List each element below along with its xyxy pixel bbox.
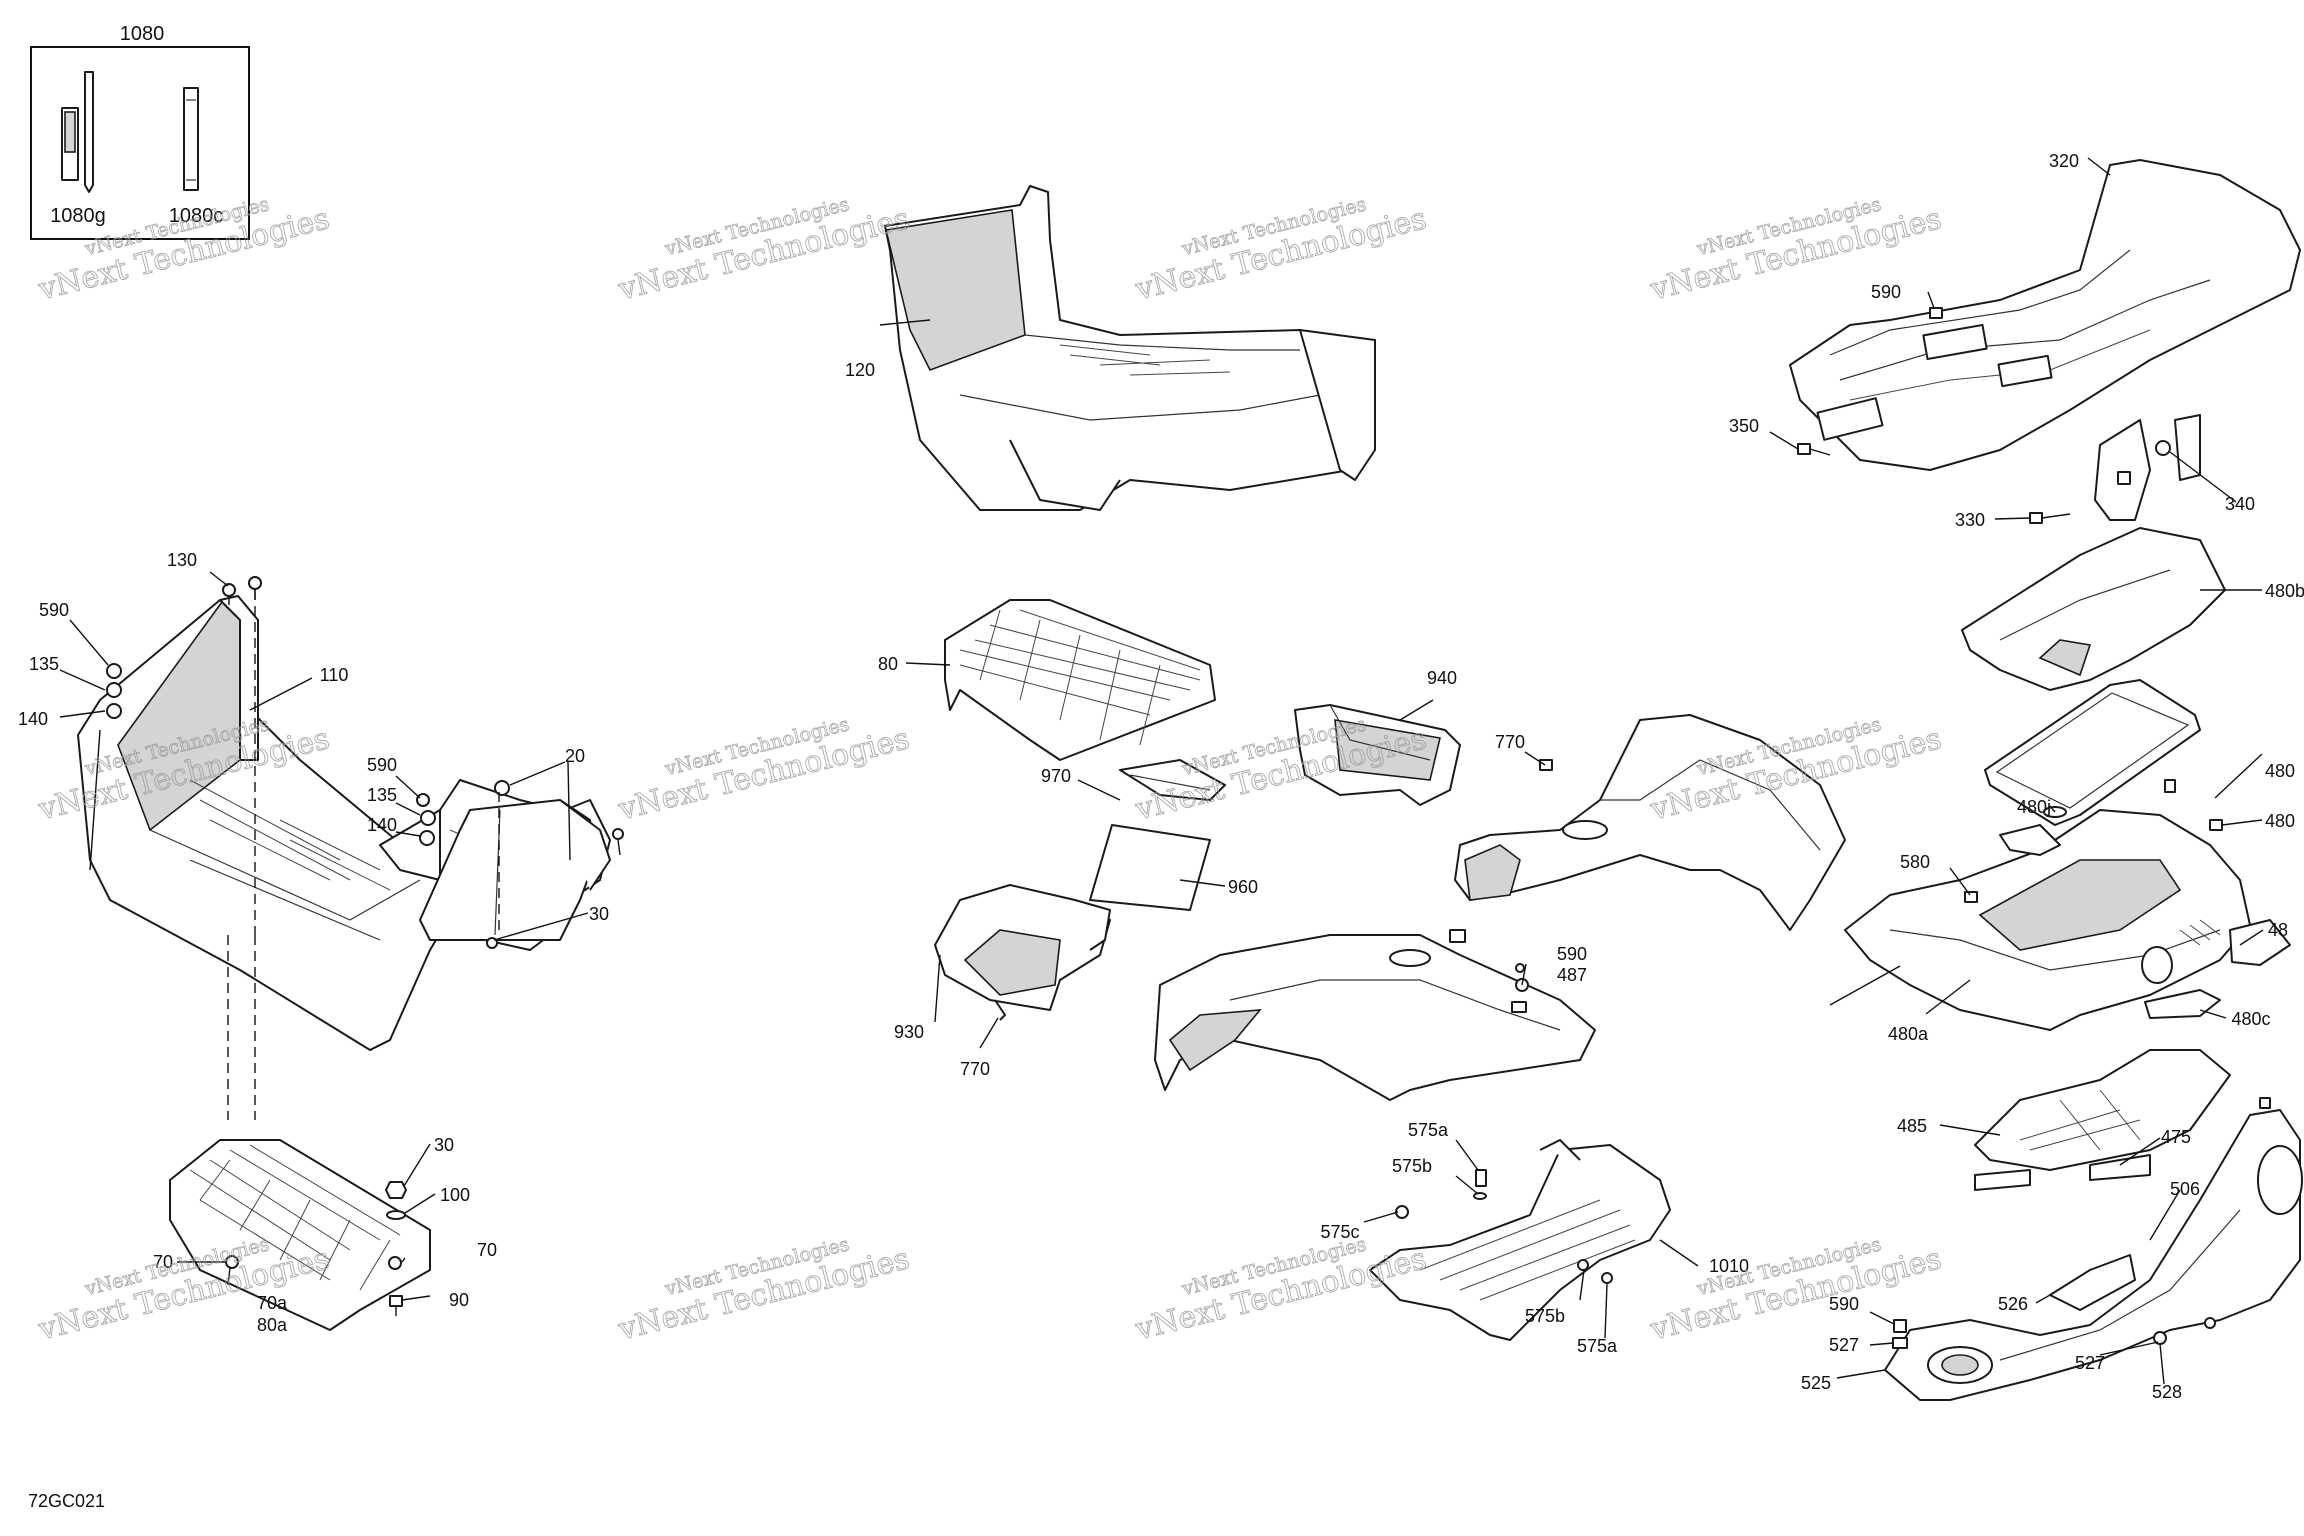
bumper-bracket-526 [2049,1254,2136,1311]
skid-fasteners [1395,1169,1613,1284]
left-fender [1154,934,1596,1101]
callout-970: 970 [1041,766,1071,786]
left-side-panel-20 [419,799,611,941]
callout-350: 350 [1729,416,1759,436]
callout-30-a: 30 [589,904,609,924]
callout-30-b: 30 [434,1135,454,1155]
callout-120: 120 [845,360,875,380]
right-fender [1454,714,1846,931]
callout-100: 100 [440,1185,470,1205]
kit-item-1080g: 1080g [50,205,106,227]
kit-item-1080c: 1080c [169,205,224,227]
panel-960 [1089,824,1211,911]
callout-575a-1: 575a [1408,1120,1449,1140]
rack-fasteners [1797,307,2171,524]
callout-labels: 130 590 135 140 110 590 135 140 20 30 30… [18,151,2304,1402]
pad-475 [1974,1154,2151,1191]
callout-575a-2: 575a [1577,1336,1618,1356]
bracket-940 [1294,704,1461,806]
callout-528: 528 [2152,1382,2182,1402]
callout-940: 940 [1427,668,1457,688]
callout-525: 525 [1801,1373,1831,1393]
callout-130: 130 [167,550,197,570]
seal-480 [1984,679,2201,826]
strap-1080c [183,87,199,191]
callout-960: 960 [1228,877,1258,897]
fender-clips [1449,759,1553,1013]
callout-770-a: 770 [960,1059,990,1079]
callout-70a: 70a [257,1293,288,1313]
callout-590-b: 590 [367,755,397,775]
storage-lid-480b [1961,527,2226,691]
callout-480-2: 480 [2265,811,2295,831]
callout-487: 487 [1557,965,1587,985]
callout-330: 330 [1955,510,1985,530]
cover-930 [934,884,1111,1021]
document-code: 72GC021 [28,1491,105,1511]
rack-80 [944,599,1216,761]
callout-110: 110 [320,665,349,685]
callout-70-a: 70 [153,1252,173,1272]
callout-475: 475 [2161,1127,2191,1147]
callout-140-b: 140 [367,815,397,835]
rear-base-120 [884,185,1376,511]
callout-1010: 1010 [1709,1256,1749,1276]
callout-590-a: 590 [39,600,69,620]
callout-590-d: 590 [1871,282,1901,302]
callout-340: 340 [2225,494,2255,514]
callout-320: 320 [2049,151,2079,171]
skid-plate-1010 [1369,1139,1671,1341]
callout-480b: 480b [2265,581,2304,601]
callout-48-3: 48 [2268,920,2288,940]
callout-70-b: 70 [477,1240,497,1260]
callout-527-b: 527 [2075,1353,2105,1373]
callout-480j: 480j [2017,797,2051,817]
callout-135-b: 135 [367,785,397,805]
callout-480-1: 480 [2265,761,2295,781]
callout-527-a: 527 [1829,1335,1859,1355]
callout-526: 526 [1998,1294,2028,1314]
callout-930: 930 [894,1022,924,1042]
panel-970 [1119,759,1226,801]
callout-485: 485 [1897,1116,1927,1136]
callout-580: 580 [1900,852,1930,872]
callout-575b-2: 575b [1525,1306,1565,1326]
leader-lines [59,157,2264,1385]
callout-480c: 480c [2231,1009,2270,1029]
left-footrest-fasteners [385,1181,407,1316]
left-footrest-70 [169,1139,431,1331]
callout-140-a: 140 [18,709,48,729]
callout-20: 20 [565,746,585,766]
callout-590-c: 590 [1557,944,1587,964]
callout-590-e: 590 [1829,1294,1859,1314]
callout-80a: 80a [257,1315,288,1335]
left-fasteners [106,576,624,949]
bin-side-480 [1999,824,2291,1019]
callout-480a: 480a [1888,1024,1929,1044]
rear-rack-320 [1789,159,2301,521]
kit-1080-box: 1080 1080g 1080c [30,23,250,240]
callout-575b-1: 575b [1392,1156,1432,1176]
callout-135-a: 135 [29,654,59,674]
storage-bin-480a [1844,809,2251,1031]
callout-575c: 575c [1320,1222,1359,1242]
bumper-fasteners [1892,1097,2271,1349]
callout-506: 506 [2170,1179,2200,1199]
callout-80: 80 [878,654,898,674]
callout-90: 90 [449,1290,469,1310]
kit-title: 1080 [120,23,165,45]
skid-485 [1974,1049,2231,1171]
callout-770-b: 770 [1495,732,1525,752]
strap-1080g [61,71,94,193]
front-bumper-525 [1884,1109,2303,1401]
